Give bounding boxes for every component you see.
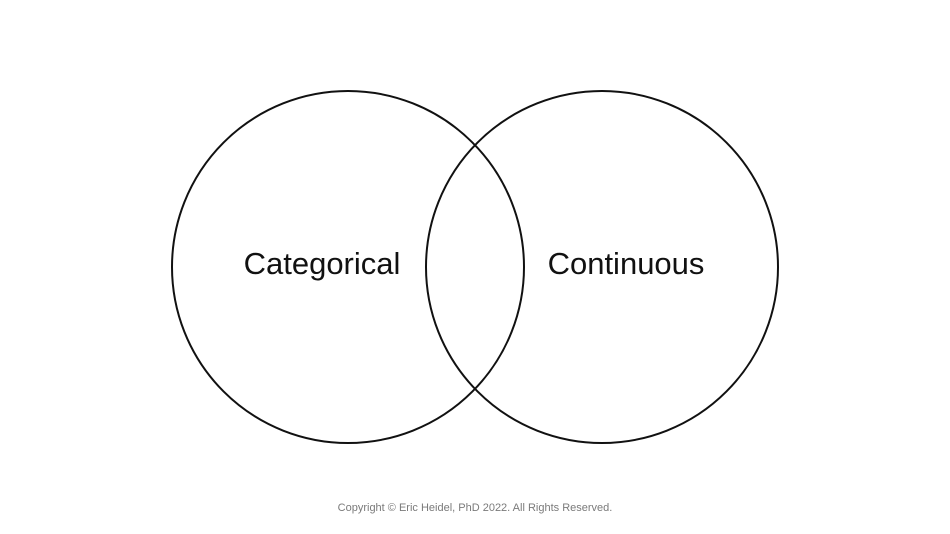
copyright-notice: Copyright © Eric Heidel, PhD 2022. All R…: [337, 502, 613, 514]
categorical-label: Categorical: [244, 246, 401, 281]
categorical-circle: [171, 90, 525, 444]
continuous-circle: [425, 90, 779, 444]
continuous-label: Continuous: [548, 246, 705, 281]
